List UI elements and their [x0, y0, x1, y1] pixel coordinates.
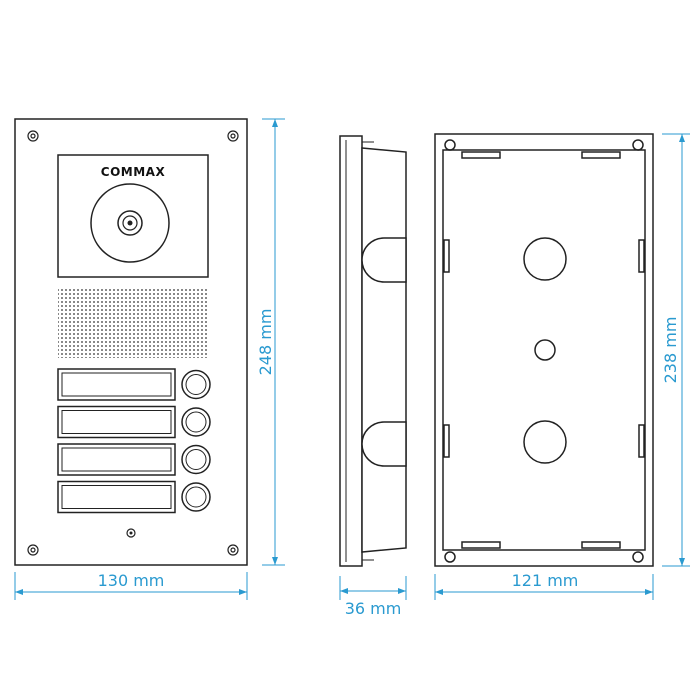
side-faceplate — [339, 135, 363, 567]
back-box — [434, 133, 654, 567]
screw-icon — [632, 139, 644, 151]
arrow-right-icon — [239, 589, 247, 595]
screw-icon — [230, 133, 236, 139]
dimension-lines — [14, 118, 690, 600]
side-knockout-bottom — [361, 421, 407, 467]
back-box-inner — [442, 149, 646, 551]
name-plate-window — [61, 410, 172, 434]
label-box-width: 121 mm — [512, 571, 579, 590]
side-tab — [638, 239, 645, 273]
side-box-body — [361, 147, 407, 553]
call-button-face — [185, 449, 207, 470]
screw-icon — [632, 551, 644, 563]
side-tab — [443, 424, 450, 458]
label-panel-height: 248 mm — [256, 309, 275, 376]
speaker-grille — [58, 288, 208, 358]
screw-icon — [230, 547, 236, 553]
name-plate — [57, 405, 176, 439]
screw-icon — [30, 133, 36, 139]
side-view — [339, 135, 407, 567]
arrow-left-icon — [15, 589, 23, 595]
panel-screws — [27, 130, 239, 556]
mount-tab — [581, 541, 621, 549]
back-box-outer — [434, 133, 654, 567]
screw-icon — [27, 130, 39, 142]
brand-logo: COMMAX — [101, 165, 166, 179]
knockout-hole-top — [523, 237, 567, 281]
call-button-rows — [57, 368, 211, 514]
knockout-hole-bottom — [523, 420, 567, 464]
call-button-face — [185, 374, 207, 395]
screw-icon — [444, 139, 456, 151]
name-plate — [57, 443, 176, 476]
screw-icon — [27, 544, 39, 556]
label-panel-width: 130 mm — [98, 571, 165, 590]
screw-icon — [30, 547, 36, 553]
camera-lens-inner — [122, 215, 138, 231]
call-button-face — [185, 486, 207, 508]
microphone-icon — [126, 528, 136, 538]
front-panel: COMMAX — [14, 118, 248, 566]
arrow-left-icon — [340, 588, 348, 594]
arrow-up-icon — [679, 134, 685, 142]
mount-tab — [461, 541, 501, 549]
name-plate-window — [61, 485, 172, 509]
camera-module: COMMAX — [57, 154, 209, 278]
microphone-hole — [129, 531, 133, 535]
mount-tab — [461, 151, 501, 159]
name-plate-window — [61, 372, 172, 397]
arrow-down-icon — [679, 558, 685, 566]
knockout-hole-center — [534, 339, 556, 361]
camera-lens-center — [127, 220, 133, 226]
call-button-face — [185, 411, 207, 433]
arrow-right-icon — [645, 589, 653, 595]
side-knockout-top — [361, 237, 407, 283]
name-plate — [57, 480, 176, 514]
arrow-left-icon — [435, 589, 443, 595]
label-depth: 36 mm — [345, 599, 402, 618]
arrow-down-icon — [272, 557, 278, 565]
side-tab — [638, 424, 645, 458]
arrow-right-icon — [398, 588, 406, 594]
screw-icon — [227, 544, 239, 556]
arrow-up-icon — [272, 119, 278, 127]
screw-icon — [444, 551, 456, 563]
name-plate-window — [61, 447, 172, 472]
name-plate — [57, 368, 176, 401]
side-tab — [443, 239, 450, 273]
screw-icon — [227, 130, 239, 142]
mount-tab — [581, 151, 621, 159]
label-box-height: 238 mm — [661, 317, 680, 384]
